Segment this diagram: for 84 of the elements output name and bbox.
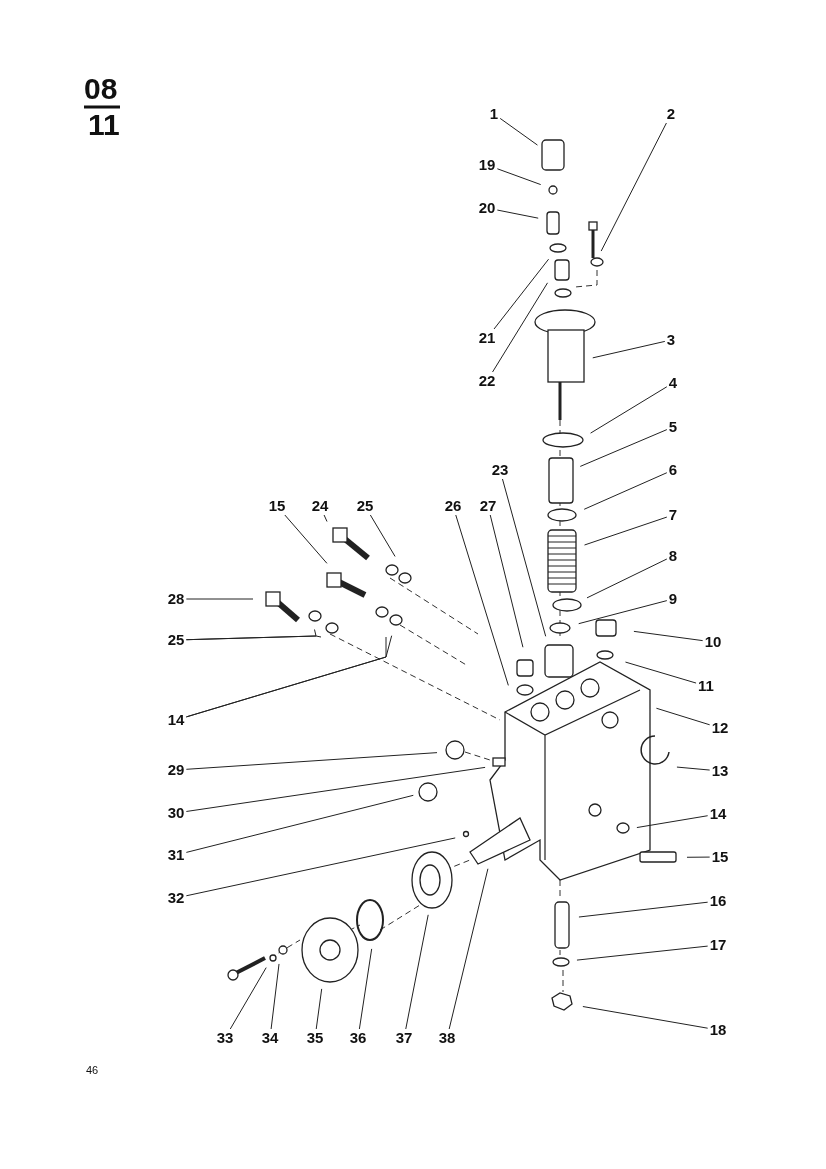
callout-number: 34 xyxy=(261,1030,279,1046)
leader-line xyxy=(448,868,489,1030)
callout-number: 27 xyxy=(479,498,497,514)
leader-line xyxy=(655,707,711,726)
leader-line xyxy=(576,945,709,961)
leader-line xyxy=(578,901,709,918)
callout-number: 21 xyxy=(478,330,496,346)
leader-line xyxy=(633,630,704,642)
leader-line xyxy=(185,598,254,600)
leader-line xyxy=(624,661,697,684)
leader-line xyxy=(586,558,668,599)
callout-number: 12 xyxy=(711,720,729,736)
callout-number: 10 xyxy=(704,634,722,650)
leader-line xyxy=(582,1006,709,1029)
leader-line xyxy=(499,117,538,146)
callout-number: 25 xyxy=(167,632,185,648)
callout-number: 24 xyxy=(311,498,329,514)
callout-number: 36 xyxy=(349,1030,367,1046)
leader-line xyxy=(578,600,668,625)
leader-line xyxy=(284,514,328,564)
section-number: 11 xyxy=(88,110,120,140)
callout-number: 25 xyxy=(356,498,374,514)
leader-line xyxy=(590,386,668,434)
callout-number: 30 xyxy=(167,805,185,821)
callout-number: 7 xyxy=(668,507,678,523)
leader-line xyxy=(455,514,509,686)
callout-number: 17 xyxy=(709,937,727,953)
leader-line xyxy=(185,752,438,770)
leader-line xyxy=(185,837,456,897)
leader-line xyxy=(686,856,711,858)
leader-line xyxy=(584,516,668,546)
leader-line xyxy=(405,914,429,1030)
callout-number: 23 xyxy=(491,462,509,478)
callout-number: 14 xyxy=(167,712,185,728)
leader-line xyxy=(315,988,323,1030)
callout-number: 38 xyxy=(438,1030,456,1046)
callout-number: 6 xyxy=(668,462,678,478)
callout-number: 20 xyxy=(478,200,496,216)
callout-number: 5 xyxy=(668,419,678,435)
leader-line xyxy=(496,168,542,186)
leader-line xyxy=(492,282,549,373)
callout-number: 3 xyxy=(666,332,676,348)
leader-line xyxy=(270,963,280,1030)
callout-number: 1 xyxy=(489,106,499,122)
leader-line xyxy=(369,514,396,557)
leader-line xyxy=(496,209,539,219)
leader-line xyxy=(185,766,486,812)
callout-number: 15 xyxy=(711,849,729,865)
leader-line xyxy=(489,514,524,648)
callout-number: 11 xyxy=(698,678,714,694)
leader-line xyxy=(185,794,414,853)
callout-number: 13 xyxy=(711,763,729,779)
callout-number: 18 xyxy=(709,1022,727,1038)
leader-line xyxy=(636,815,709,829)
callout-number: 22 xyxy=(478,373,496,389)
callout-number: 9 xyxy=(668,591,678,607)
callout-number: 26 xyxy=(444,498,462,514)
leader-line xyxy=(358,948,373,1030)
callout-number: 29 xyxy=(167,762,185,778)
section-number: 08 xyxy=(84,74,118,104)
callout-number: 32 xyxy=(167,890,185,906)
leader-line xyxy=(323,514,328,522)
callout-number: 19 xyxy=(478,157,496,173)
callout-number: 31 xyxy=(167,847,185,863)
callout-number: 28 xyxy=(167,591,185,607)
leader-line xyxy=(676,766,711,771)
leader-line xyxy=(501,478,547,637)
callout-number: 14 xyxy=(709,806,727,822)
callout-number: 8 xyxy=(668,548,678,564)
callout-number: 37 xyxy=(395,1030,413,1046)
leader-line xyxy=(185,635,322,641)
callout-number: 2 xyxy=(666,106,676,122)
callout-number: 15 xyxy=(268,498,286,514)
leader-line xyxy=(493,258,550,330)
leader-line xyxy=(583,472,668,510)
leader-line xyxy=(229,967,267,1030)
leader-line xyxy=(600,122,667,252)
page-number: 46 xyxy=(86,1064,99,1076)
leader-line xyxy=(579,429,668,467)
callout-number: 35 xyxy=(306,1030,324,1046)
callout-number: 4 xyxy=(668,375,678,391)
callout-number: 16 xyxy=(709,893,727,909)
leader-line xyxy=(592,340,666,359)
callout-number: 33 xyxy=(216,1030,234,1046)
